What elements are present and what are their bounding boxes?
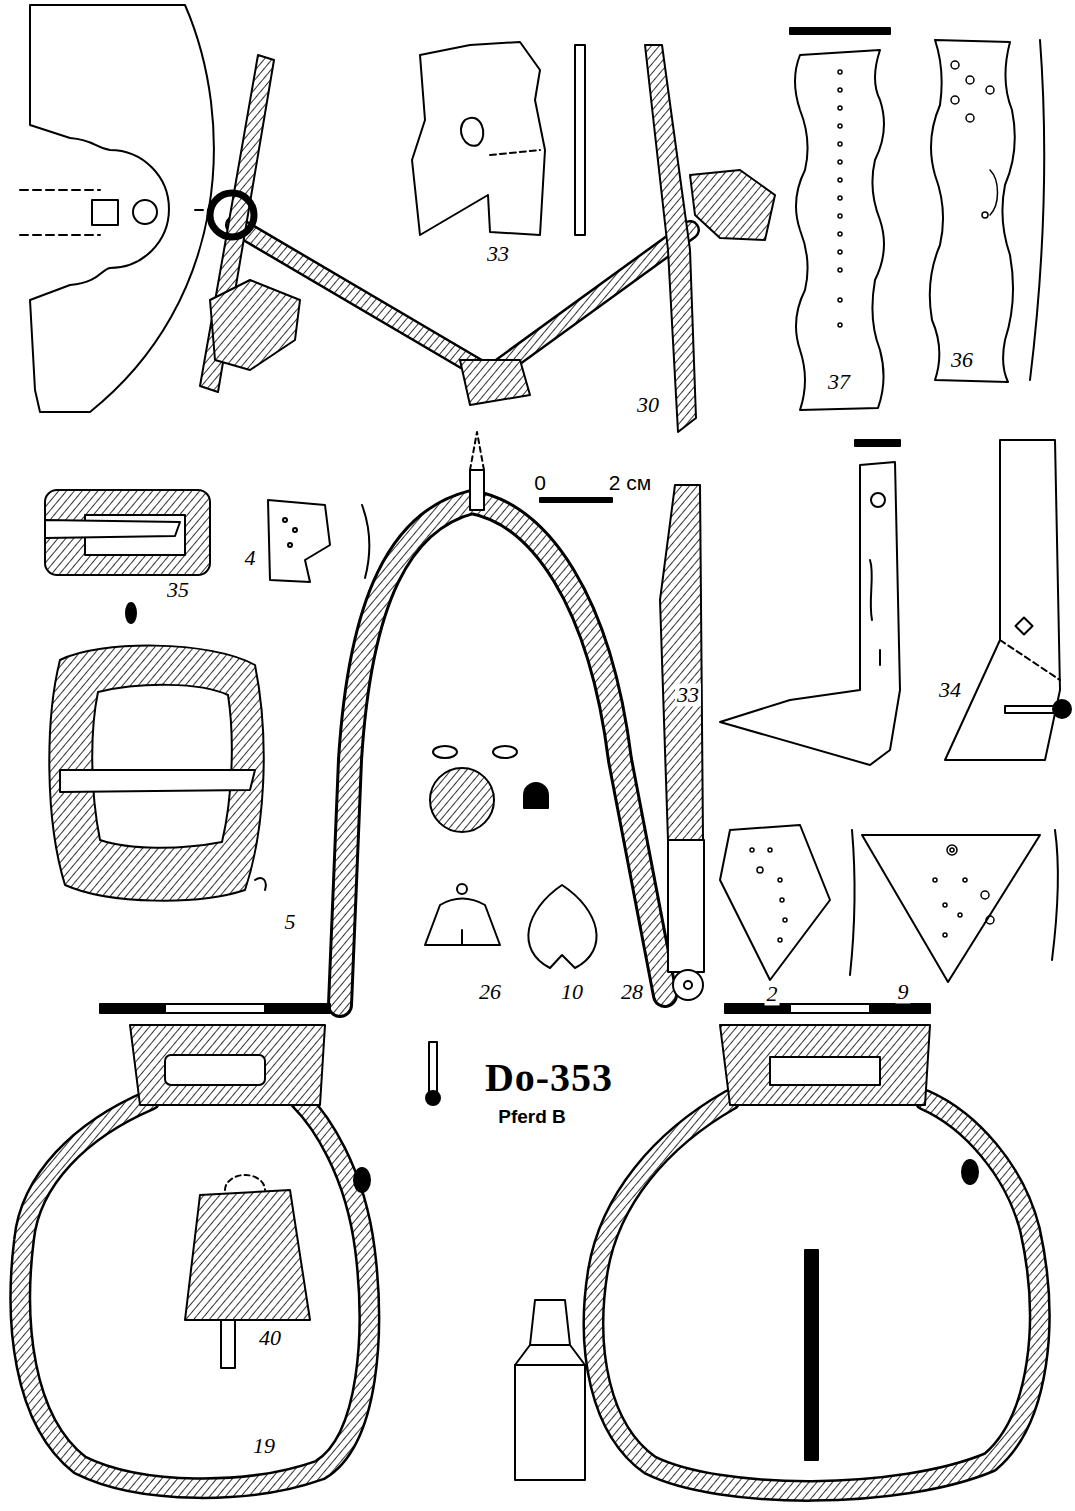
callout-number: 36 — [949, 348, 975, 371]
callout-number: 28 — [619, 980, 645, 1003]
scale-label: 0 — [532, 472, 548, 494]
callout-number: 40 — [257, 1326, 283, 1349]
callout-number: 4 — [243, 546, 258, 569]
plate-title: Do-353 — [483, 1057, 615, 1099]
scale-label: 2 см — [607, 472, 653, 494]
callout-number: 19 — [251, 1434, 277, 1457]
callout-number: 35 — [165, 578, 191, 601]
callout-number: 33 — [675, 683, 701, 706]
callout-number: 5 — [283, 910, 298, 933]
callout-number: 37 — [826, 370, 852, 393]
callout-number: 9 — [896, 980, 911, 1003]
callout-number: 2 — [765, 982, 780, 1005]
callout-number: 10 — [559, 980, 585, 1003]
callout-number: 33 — [485, 242, 511, 265]
callout-number: 26 — [477, 980, 503, 1003]
callout-number: 34 — [937, 678, 963, 701]
callout-number: 30 — [635, 393, 661, 416]
plate-subtitle: Pferd B — [496, 1107, 568, 1127]
